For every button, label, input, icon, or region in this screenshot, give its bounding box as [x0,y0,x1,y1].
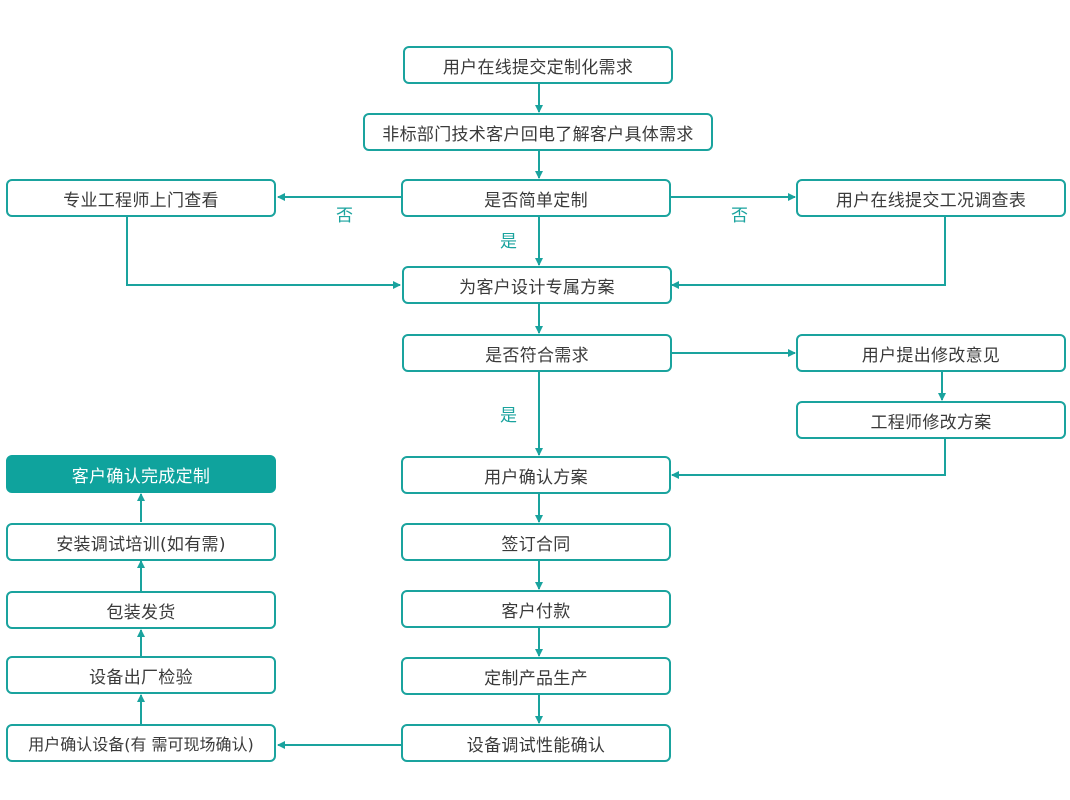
node-packaging-shipping: 包装发货 [6,591,276,629]
node-engineer-revise-plan: 工程师修改方案 [796,401,1066,439]
node-tech-callback: 非标部门技术客户回电了解客户具体需求 [363,113,713,151]
node-design-plan: 为客户设计专属方案 [402,266,672,304]
node-customization-complete: 客户确认完成定制 [6,455,276,493]
node-factory-inspection: 设备出厂检验 [6,656,276,694]
node-sign-contract: 签订合同 [401,523,671,561]
node-production: 定制产品生产 [401,657,671,695]
node-customer-payment: 客户付款 [401,590,671,628]
edge-label-yes-meets: 是 [500,406,517,426]
node-submit-custom-request: 用户在线提交定制化需求 [403,46,673,84]
edge-n5-n6 [671,216,946,289]
node-user-revision-feedback: 用户提出修改意见 [796,334,1066,372]
node-user-confirm-plan: 用户确认方案 [401,456,671,494]
node-install-training: 安装调试培训(如有需) [6,523,276,561]
edge-label-no-left: 否 [336,206,353,226]
edge-label-yes-simple: 是 [500,232,517,252]
edge-n9-n10 [671,438,946,479]
node-meets-requirement-decision: 是否符合需求 [402,334,672,372]
node-user-confirm-equipment: 用户确认设备(有 需可现场确认) [6,724,276,762]
edge-label-no-right: 否 [731,206,748,226]
edge-n4-n6 [126,216,401,289]
node-simple-custom-decision: 是否简单定制 [401,179,671,217]
node-submit-condition-survey: 用户在线提交工况调查表 [796,179,1066,217]
node-engineer-site-visit: 专业工程师上门查看 [6,179,276,217]
node-debug-performance-check: 设备调试性能确认 [401,724,671,762]
